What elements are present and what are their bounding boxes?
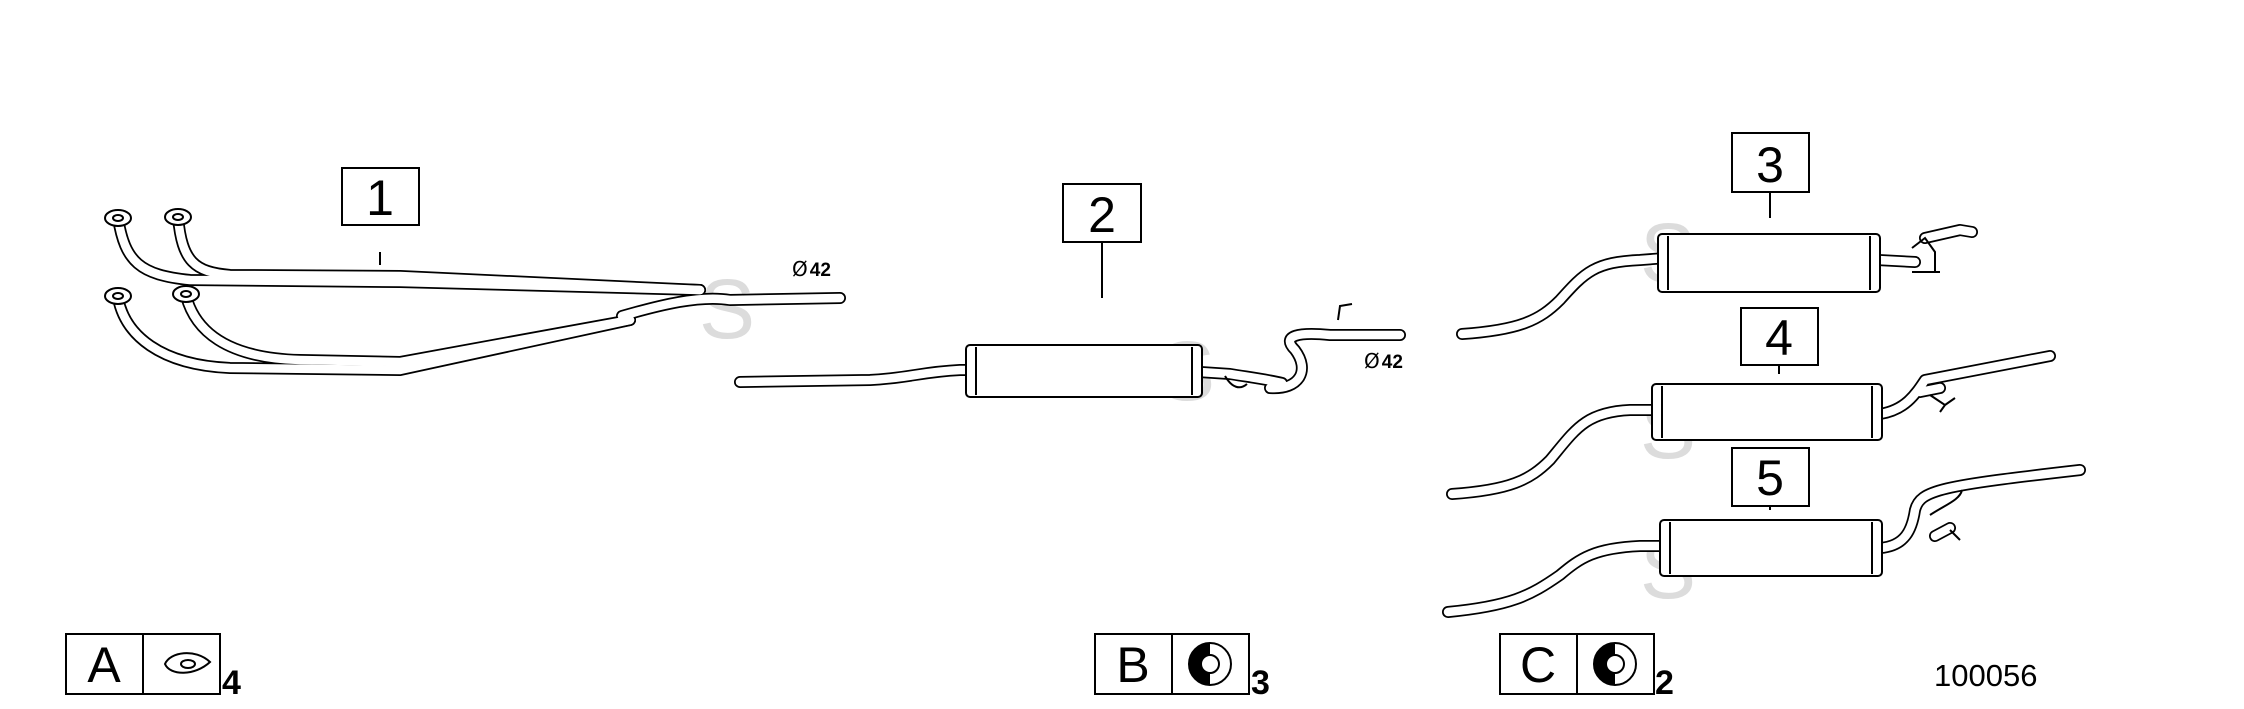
accessory-c-letter: C <box>1520 637 1556 693</box>
pipe-segment <box>1875 465 2085 553</box>
pipe-segment <box>617 293 845 321</box>
callout-5: 5 <box>1756 450 1784 506</box>
pipe-segment <box>1265 329 1405 393</box>
pipe-segment <box>1195 367 1287 388</box>
pipe-segment <box>1930 523 1955 541</box>
pipe-segment <box>173 212 705 295</box>
accessory-c-quantity: 2 <box>1655 664 1674 702</box>
accessory-a-quantity: 4 <box>222 664 241 702</box>
reference-number: 100056 <box>1934 658 2037 693</box>
pipe-segment <box>1447 405 1665 499</box>
callout-box-4 <box>1740 307 1819 366</box>
rubber-mount-icon <box>1188 642 1232 686</box>
part-5-rear-silencer: 5 <box>1442 447 2086 618</box>
callout-3: 3 <box>1756 137 1784 193</box>
pipe-segment <box>1920 225 1977 243</box>
part-4-rear-silencer: 4 <box>1446 307 2056 500</box>
pipe-segment <box>1457 253 1671 339</box>
callout-box-5 <box>1731 447 1810 507</box>
callout-box-1 <box>341 167 420 226</box>
callout-1: 1 <box>366 170 394 226</box>
accessory-b-quantity: 3 <box>1251 664 1270 702</box>
pipe-core <box>1443 465 2085 617</box>
accessory-b: B 3 <box>1094 633 1270 702</box>
accessory-a-letter: A <box>87 637 121 693</box>
part-3-rear-silencer: 3 <box>1456 132 1978 340</box>
pipe-segment <box>1873 255 1920 267</box>
accessory-b-letter: B <box>1116 637 1149 693</box>
pipe-segment <box>181 291 635 367</box>
accessory-a: A 4 <box>65 633 241 702</box>
pipe-core <box>735 329 1405 393</box>
watermark-1: S <box>699 262 755 356</box>
rubber-mount-icon <box>1593 642 1637 686</box>
callout-4: 4 <box>1765 310 1793 366</box>
pipe-core <box>113 212 845 375</box>
callout-box-2 <box>1062 183 1142 243</box>
pipe-segment <box>1875 351 2055 419</box>
callout-box-3 <box>1731 132 1810 193</box>
pipe-segment <box>1443 541 1673 617</box>
pipe-segment <box>113 213 705 295</box>
pipe-core <box>1447 351 2055 499</box>
callout-2: 2 <box>1088 187 1116 243</box>
gasket-icon <box>163 652 212 674</box>
pipe-core <box>1457 225 1977 339</box>
pipe-segment <box>735 365 980 387</box>
pipe-segment <box>113 293 635 375</box>
pipe-segment <box>1915 383 1945 397</box>
accessory-c: C 2 <box>1499 633 1674 702</box>
